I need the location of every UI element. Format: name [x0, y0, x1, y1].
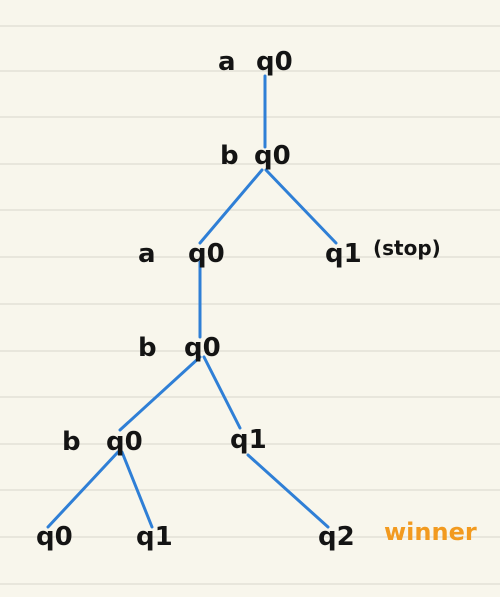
edge-n7-n10 — [246, 453, 330, 529]
node-n10: q2 winner — [318, 518, 477, 552]
node-n1: a q0 — [218, 47, 293, 77]
edge-n6-n9 — [120, 450, 154, 529]
node-n7: q1 — [230, 425, 267, 455]
node-n2-symbol: b — [220, 141, 239, 171]
node-n10-note: winner — [384, 518, 477, 546]
edge-n2-n3 — [198, 168, 264, 245]
node-n8-state: q0 — [36, 522, 73, 552]
tree-nodes: a q0 b q0 a q0 q1 (stop) b q0 b q0 q1 — [36, 47, 477, 552]
edge-n6-n8 — [46, 450, 120, 529]
node-n4-state: q1 — [325, 239, 362, 269]
edge-n2-n4 — [264, 168, 338, 245]
node-n8: q0 — [36, 522, 73, 552]
node-n5-state: q0 — [184, 333, 221, 363]
node-n4-note: (stop) — [373, 236, 441, 260]
node-n3-state: q0 — [188, 239, 225, 269]
node-n9: q1 — [136, 522, 173, 552]
edge-n5-n7 — [202, 355, 242, 430]
node-n3-symbol: a — [138, 239, 156, 269]
node-n2-state: q0 — [254, 141, 291, 171]
node-n6-state: q0 — [106, 427, 143, 457]
node-n7-state: q1 — [230, 425, 267, 455]
node-n2: b q0 — [220, 141, 291, 171]
node-n10-state: q2 — [318, 522, 355, 552]
edge-n5-n6 — [118, 355, 202, 432]
tree-edges — [46, 74, 338, 529]
node-n4: q1 (stop) — [325, 236, 441, 269]
node-n1-state: q0 — [256, 47, 293, 77]
node-n5-symbol: b — [138, 333, 157, 363]
node-n3: a q0 — [138, 239, 225, 269]
ruled-lines — [0, 25, 500, 585]
node-n1-symbol: a — [218, 47, 236, 77]
node-n5: b q0 — [138, 333, 221, 363]
node-n6-symbol: b — [62, 427, 81, 457]
node-n6: b q0 — [62, 427, 143, 457]
node-n9-state: q1 — [136, 522, 173, 552]
